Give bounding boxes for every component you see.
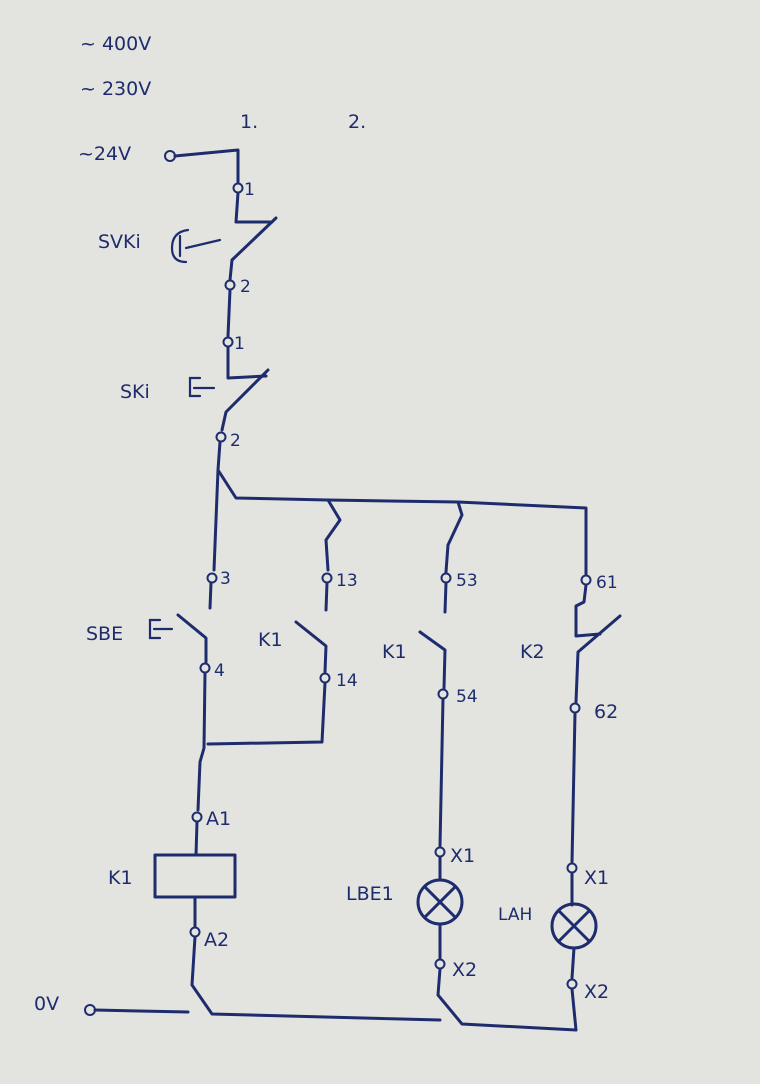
svki-thermal-actuator	[170, 228, 222, 264]
k1-53-moving-contact	[418, 630, 447, 690]
supply-0v-label: 0V	[34, 993, 59, 1015]
lbe1-lamp: X1 LBE1 X2	[346, 845, 477, 981]
k1-a1-terminal	[191, 811, 203, 823]
lbe1-x2-terminal	[434, 958, 446, 970]
supply-24v-label: ~24V	[78, 143, 131, 165]
lah-label: LAH	[498, 905, 532, 925]
lbe1-x1-terminal	[434, 846, 446, 858]
k1-a2-terminal	[189, 926, 201, 938]
wire-sbe-to-coil	[196, 671, 207, 812]
path-number-2: 2.	[348, 111, 366, 133]
return-wire-coil	[190, 935, 442, 1022]
ski-terminal-2	[215, 431, 227, 443]
ski-terminal-1	[222, 336, 234, 348]
k1-a1-label: A1	[206, 808, 231, 830]
branch-wire-k1-53	[444, 500, 464, 574]
k2-61-terminal	[580, 574, 592, 586]
k2-fixed-contact	[574, 583, 602, 638]
k1-coil: A1 K1 A2	[108, 808, 237, 951]
ski-switch: 1 SKi 2	[120, 334, 270, 451]
ski-moving-contact	[220, 368, 270, 432]
k1-coil-upper-lead	[194, 820, 199, 857]
k2-nc-contact: 61 K2 62	[520, 573, 622, 864]
k1-signal-label: K1	[382, 641, 407, 663]
k1-a2-label: A2	[204, 929, 229, 951]
lah-x2-terminal	[566, 978, 578, 990]
k2-62-label: 62	[594, 701, 618, 723]
svki-terminal-2	[224, 279, 236, 291]
sbe-terminal-4	[199, 662, 211, 674]
sbe-label: SBE	[86, 623, 123, 645]
k1-53-lead	[443, 581, 448, 614]
k1-holding-contact: 13 K1 14	[258, 571, 358, 691]
lah-lamp: X1 LAH X2	[498, 862, 609, 1003]
branch-wire-sbe	[212, 468, 220, 572]
branch-wire-k1-13	[324, 498, 342, 572]
k1-54-label: 54	[456, 687, 478, 707]
lbe1-label: LBE1	[346, 883, 394, 905]
supply-400v-label: ~ 400V	[80, 33, 151, 55]
sbe-moving-contact	[176, 613, 208, 664]
wire-svki-ski	[226, 288, 232, 338]
k1-54-terminal	[437, 688, 449, 700]
sbe-upper-lead	[208, 581, 213, 610]
k1-14-terminal	[319, 672, 331, 684]
svki-terminal-2-label: 2	[240, 277, 251, 297]
ski-push-actuator	[188, 376, 216, 398]
k1-holding-label: K1	[258, 629, 283, 651]
svki-label: SVKi	[98, 231, 141, 253]
k1-coil-label: K1	[108, 867, 133, 889]
sbe-switch: 3 SBE 4	[86, 569, 231, 681]
path-number-1: 1.	[240, 111, 258, 133]
k1-13-lead	[324, 581, 329, 612]
lah-lower-lead	[570, 946, 576, 980]
return-wire-lamps	[436, 967, 578, 1032]
svki-moving-contact	[228, 216, 278, 282]
k1-13-terminal	[321, 572, 333, 584]
svki-switch: 1 SVKi 2	[98, 180, 278, 297]
supply-24v-wire	[173, 148, 240, 184]
k1-coil-body	[153, 853, 237, 899]
ski-fixed-contact	[226, 345, 268, 380]
wire-k1-hold-return	[206, 681, 327, 746]
sbe-terminal-4-label: 4	[214, 661, 225, 681]
k2-62-to-lah-wire	[570, 711, 577, 864]
lah-x1-label: X1	[584, 867, 609, 889]
svki-terminal-1	[232, 182, 244, 194]
ski-label: SKi	[120, 381, 150, 403]
sbe-terminal-3	[206, 572, 218, 584]
k2-62-terminal	[569, 702, 581, 714]
sbe-push-actuator	[148, 618, 174, 640]
lah-lamp-cross	[557, 909, 591, 943]
k2-61-label: 61	[596, 573, 618, 593]
k1-14-label: 14	[336, 671, 358, 691]
lah-x1-terminal	[566, 862, 578, 874]
k1-signal-contact: 53 K1 54	[382, 571, 478, 848]
return-wire-0v	[93, 1008, 190, 1014]
lbe1-x1-label: X1	[450, 845, 475, 867]
supply-230v-label: ~ 230V	[80, 78, 151, 100]
k1-13-label: 13	[336, 571, 358, 591]
k1-53-label: 53	[456, 571, 478, 591]
k1-54-to-lbe1-wire	[438, 697, 445, 848]
ski-terminal-2-label: 2	[230, 431, 241, 451]
k2-label: K2	[520, 641, 545, 663]
svki-fixed-contact	[234, 191, 274, 224]
k2-moving-contact	[574, 614, 622, 704]
lbe1-x2-label: X2	[452, 959, 477, 981]
lah-x2-label: X2	[584, 981, 609, 1003]
svki-terminal-1-label: 1	[244, 180, 255, 200]
sbe-terminal-3-label: 3	[220, 569, 231, 589]
k1-53-terminal	[440, 572, 452, 584]
ski-terminal-1-label: 1	[234, 334, 245, 354]
distribution-bus	[216, 440, 588, 576]
k1-13-moving-contact	[294, 620, 328, 674]
lbe1-lamp-cross	[423, 885, 457, 919]
